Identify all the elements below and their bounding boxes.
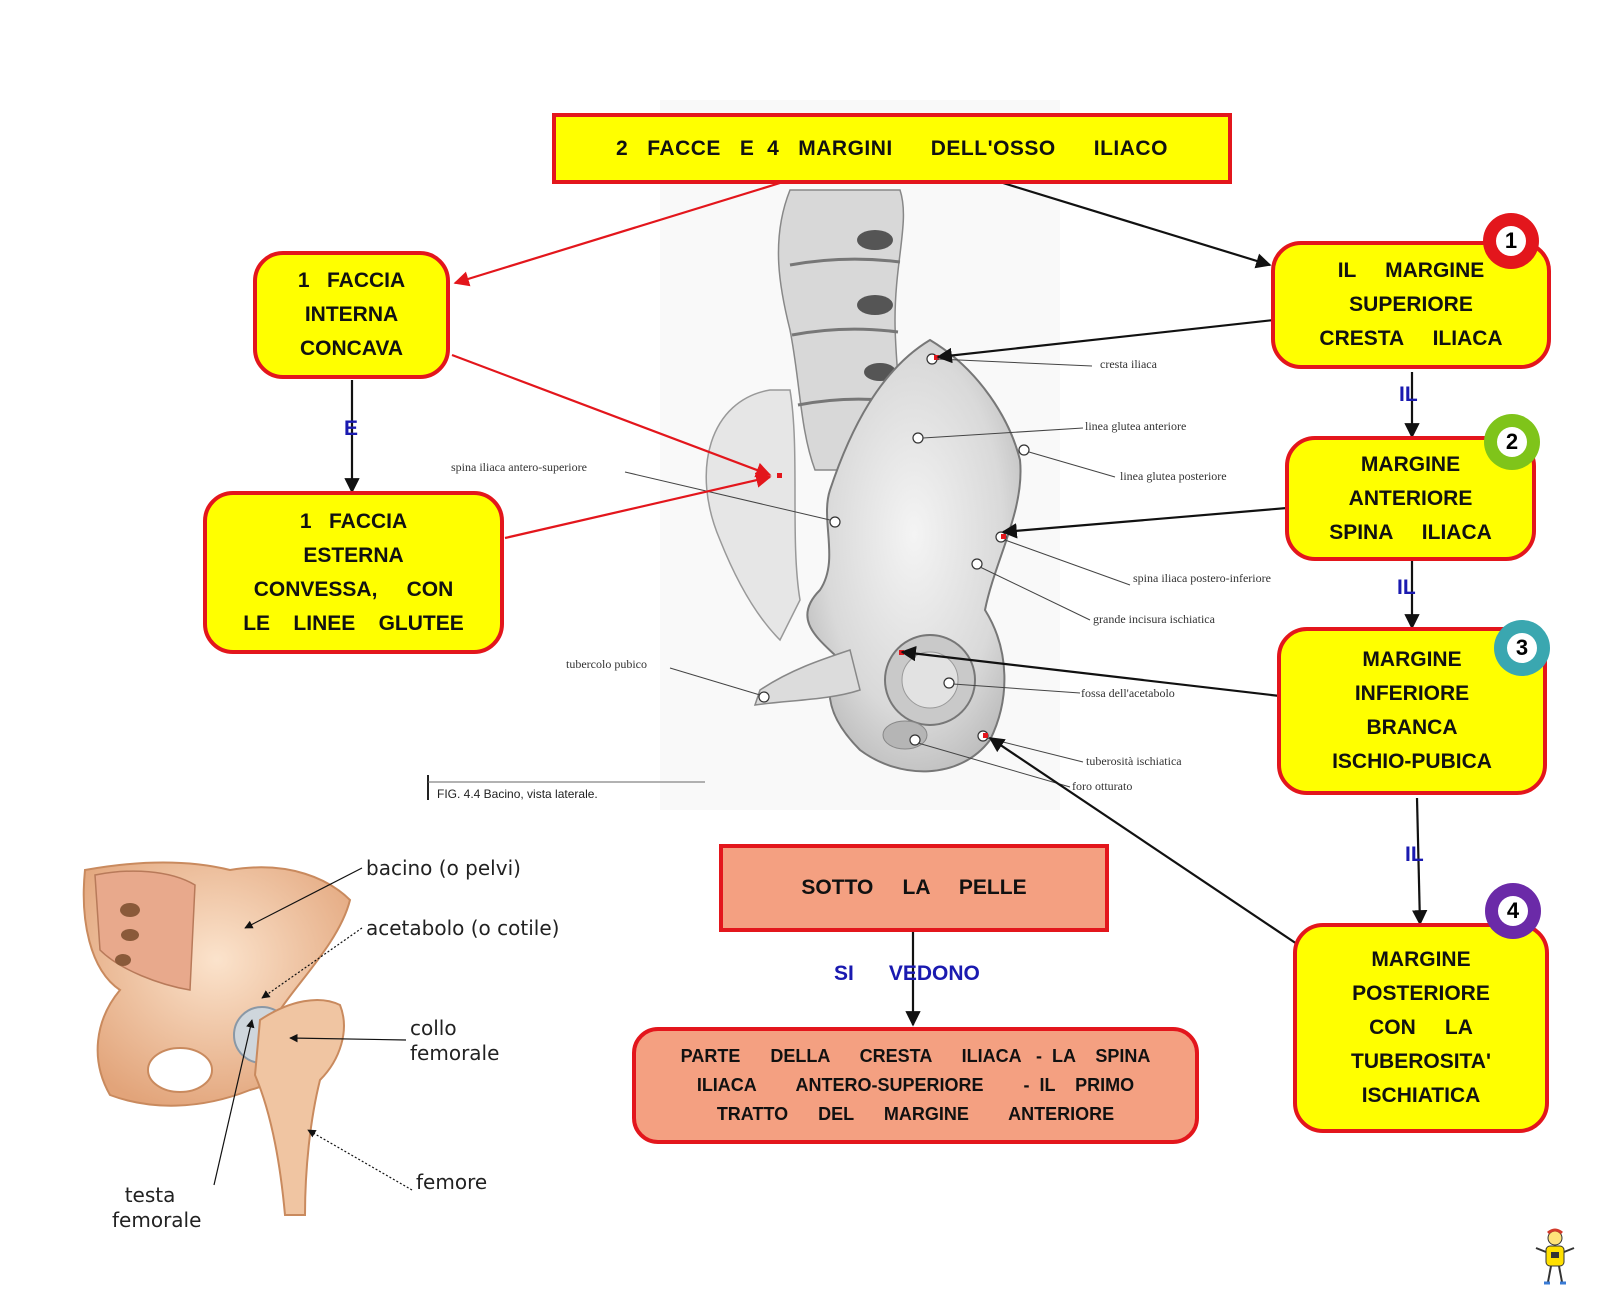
- faccia-esterna-box: 1 FACCIA ESTERNA CONVESSA, CON LE LINEE …: [203, 491, 504, 654]
- map-arrows: [344, 181, 1428, 1027]
- margine-4-line-5: ISCHIATICA: [1361, 1084, 1481, 1107]
- badge-4-icon: 4: [1485, 883, 1541, 939]
- margine-4-line-3: CON LA: [1369, 1016, 1473, 1039]
- label-acetabolo: acetabolo (o cotile): [366, 916, 560, 940]
- badge-4-number: 4: [1498, 896, 1528, 926]
- connector-e: E: [344, 417, 359, 440]
- margine-3-line-4: ISCHIO-PUBICA: [1332, 750, 1492, 773]
- margine-1-line-1: IL MARGINE: [1337, 259, 1485, 282]
- margine-2-line-3: SPINA ILIACA: [1329, 520, 1492, 544]
- label-testa-femorale: testa femorale: [112, 1183, 202, 1232]
- connector-il-1: IL: [1399, 383, 1418, 406]
- faccia-esterna-line-3: CONVESSA, CON: [253, 577, 454, 601]
- connector-il-2: IL: [1397, 576, 1416, 599]
- hip-joint-illustration: [82, 861, 413, 1216]
- sotto-detail-box: PARTE DELLA CRESTA ILIACA - LA SPINA ILI…: [632, 1027, 1199, 1144]
- margine-posteriore-box: MARGINE POSTERIORE CON LA TUBEROSITA' IS…: [1293, 923, 1549, 1133]
- faccia-esterna-line-2: ESTERNA: [303, 543, 404, 567]
- label-bacino: bacino (o pelvi): [366, 856, 521, 880]
- margine-2-line-2: ANTERIORE: [1348, 486, 1473, 510]
- sotto-line-1: PARTE DELLA CRESTA ILIACA - LA SPINA: [680, 1046, 1151, 1066]
- sotto-la-pelle-box: SOTTO LA PELLE: [719, 844, 1109, 932]
- pelvis-illustration: [427, 100, 1131, 810]
- margine-inferiore-box: MARGINE INFERIORE BRANCA ISCHIO-PUBICA: [1277, 627, 1547, 795]
- badge-1-number: 1: [1496, 226, 1526, 256]
- margine-1-line-3: CRESTA ILIACA: [1319, 327, 1503, 350]
- badge-3-icon: 3: [1494, 620, 1550, 676]
- sotto-line-2: ILIACA ANTERO-SUPERIORE - IL PRIMO: [696, 1075, 1135, 1095]
- faccia-esterna-line-1: 1 FACCIA: [299, 509, 408, 533]
- label-grande-incisura: grande incisura ischiatica: [1093, 612, 1215, 626]
- faccia-interna-box: 1 FACCIA INTERNA CONCAVA: [253, 251, 450, 379]
- margine-1-line-2: SUPERIORE: [1349, 293, 1473, 316]
- label-spina-postero-inferiore: spina iliaca postero-inferiore: [1133, 571, 1271, 585]
- label-tubercolo-pubico: tubercolo pubico: [566, 657, 647, 671]
- faccia-esterna-line-4: LE LINEE GLUTEE: [243, 611, 464, 635]
- faccia-interna-line-1: 1 FACCIA: [297, 269, 406, 292]
- label-foro-otturato: foro otturato: [1072, 779, 1133, 793]
- margine-4-line-4: TUBEROSITA': [1351, 1050, 1491, 1073]
- faccia-interna-line-2: INTERNA: [304, 303, 399, 326]
- label-fossa-acetabolo: fossa dell'acetabolo: [1081, 686, 1175, 700]
- badge-1-icon: 1: [1483, 213, 1539, 269]
- label-linea-glutea-anteriore: linea glutea anteriore: [1085, 419, 1187, 433]
- margine-4-line-1: MARGINE: [1371, 948, 1471, 971]
- figure-caption: FIG. 4.4 Bacino, vista laterale.: [437, 787, 598, 801]
- margine-2-line-1: MARGINE: [1360, 452, 1461, 476]
- badge-3-number: 3: [1507, 633, 1537, 663]
- margine-3-line-3: BRANCA: [1366, 716, 1458, 739]
- label-collo-femorale: collo femorale: [410, 1016, 500, 1065]
- badge-2-icon: 2: [1484, 414, 1540, 470]
- badge-2-number: 2: [1497, 427, 1527, 457]
- title-text: 2 FACCE E 4 MARGINI DELL'OSSO ILIACO: [616, 136, 1168, 160]
- margine-3-line-2: INFERIORE: [1354, 682, 1470, 705]
- sotto-title: SOTTO LA PELLE: [801, 876, 1027, 899]
- mascot-icon: [1535, 1228, 1575, 1285]
- label-linea-glutea-posteriore: linea glutea posteriore: [1120, 469, 1227, 483]
- sotto-line-3: TRATTO DEL MARGINE ANTERIORE: [716, 1104, 1115, 1124]
- faccia-interna-line-3: CONCAVA: [299, 337, 404, 360]
- connector-il-3: IL: [1405, 843, 1424, 866]
- margine-3-line-1: MARGINE: [1362, 648, 1462, 671]
- margine-4-line-2: POSTERIORE: [1352, 982, 1490, 1005]
- title-box: 2 FACCE E 4 MARGINI DELL'OSSO ILIACO: [552, 113, 1232, 184]
- connector-si-vedono: SI VEDONO: [834, 962, 980, 985]
- label-spina-antero-superiore: spina iliaca antero-superiore: [451, 460, 587, 474]
- label-cresta-iliaca: cresta iliaca: [1100, 357, 1157, 371]
- label-femore: femore: [416, 1170, 488, 1194]
- label-tuberosita-ischiatica: tuberosità ischiatica: [1086, 754, 1182, 768]
